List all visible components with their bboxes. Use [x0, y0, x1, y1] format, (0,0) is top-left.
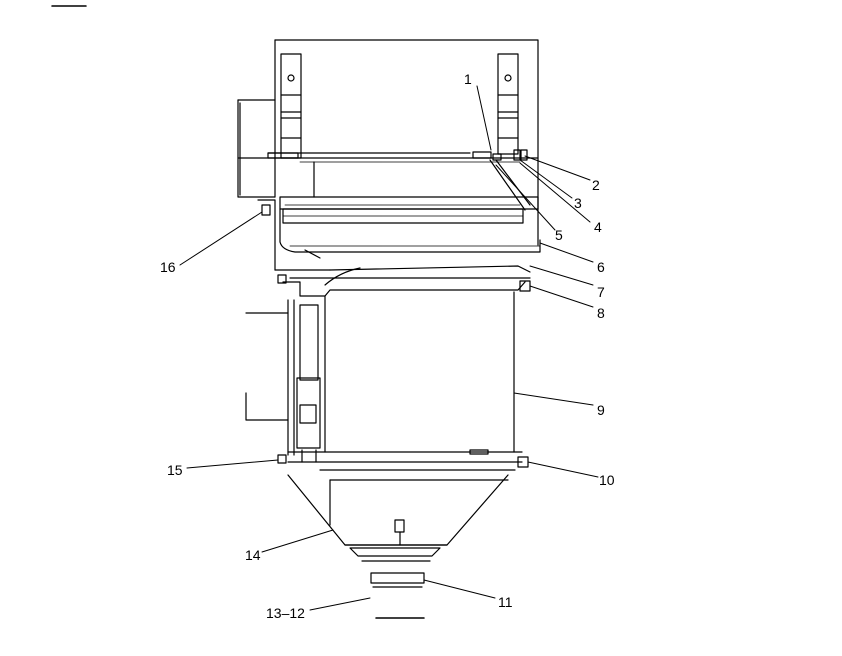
- callout-3: 3: [574, 195, 582, 211]
- side-bracket: [245, 299, 295, 456]
- callout-4: 4: [594, 219, 602, 235]
- left-lifting-bracket: [280, 53, 302, 159]
- callout-9: 9: [597, 402, 605, 418]
- callout-5: 5: [555, 227, 563, 243]
- callout-7: 7: [597, 284, 605, 300]
- callout-11: 11: [498, 594, 513, 610]
- callout-1: 1: [464, 71, 472, 87]
- callout-6: 6: [597, 259, 605, 275]
- callout-10: 10: [599, 472, 615, 488]
- cylinder-body: [324, 291, 515, 455]
- callout-8: 8: [597, 305, 605, 321]
- outlet-flange: [349, 547, 441, 619]
- actuator-cylinder: [296, 304, 321, 463]
- callout-14: 14: [245, 547, 261, 563]
- right-fittings: [472, 149, 531, 211]
- callout-13-12: 13–12: [266, 605, 305, 621]
- callout-15: 15: [167, 462, 183, 478]
- transition-ring: [277, 265, 531, 297]
- cone-hopper: [287, 474, 509, 546]
- filter-tray: [257, 196, 541, 271]
- callout-16: 16: [160, 259, 176, 275]
- callout-labels: 1 2 3 4 5 6 7 8 9 10 11 13–12 14 15 16: [160, 71, 615, 621]
- right-lifting-bracket: [497, 53, 519, 155]
- leader-lines: [179, 85, 599, 611]
- lower-ring: [277, 451, 529, 481]
- callout-2: 2: [592, 177, 600, 193]
